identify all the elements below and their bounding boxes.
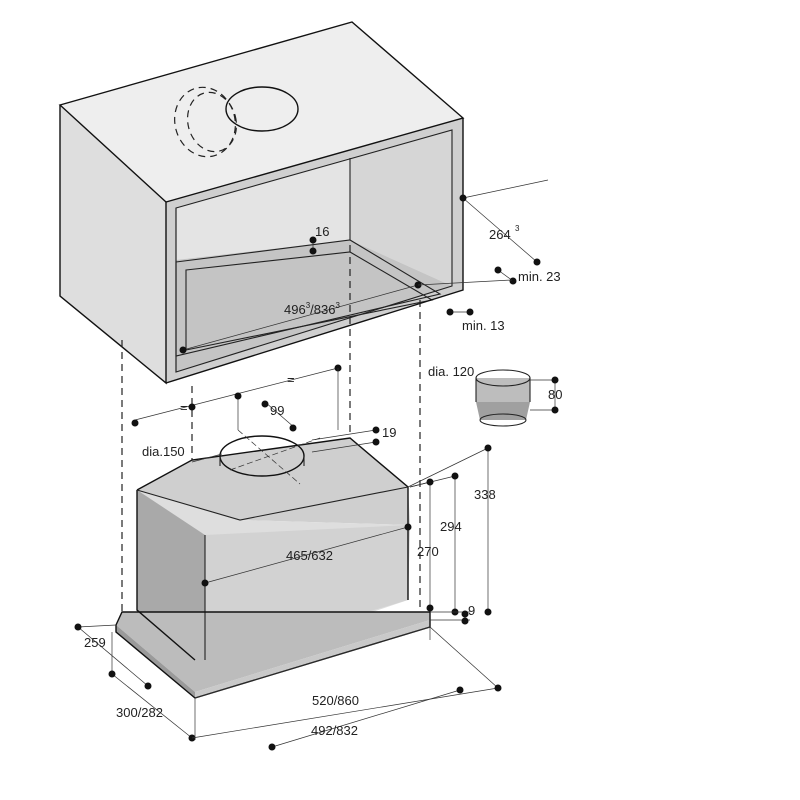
label-dia150: dia.150 (142, 444, 185, 459)
label-294: 294 (440, 519, 462, 534)
label-264-sup: 3 (515, 224, 520, 233)
projection-lines (121, 245, 421, 670)
label-496-836: 4963/8363 (284, 301, 340, 317)
cabinet-dimensions (179, 179, 549, 354)
duct-hole-top (225, 86, 299, 132)
label-min13: min. 13 (462, 318, 505, 333)
label-520-860: 520/860 (312, 693, 359, 708)
wall-cabinet (58, 21, 465, 385)
label-16: 16 (315, 224, 329, 239)
label-80: 80 (548, 387, 562, 402)
label-492-832: 492/832 (311, 723, 358, 738)
label-300-282: 300/282 (116, 705, 163, 720)
label-99: 99 (270, 403, 284, 418)
label-19: 19 (382, 425, 396, 440)
label-465-632: 465/632 (286, 548, 333, 563)
label-264: 264 (489, 227, 511, 242)
label-eq-2: = (287, 372, 295, 387)
label-min23: min. 23 (518, 269, 561, 284)
label-270: 270 (417, 544, 439, 559)
hood-dimensions (74, 364, 502, 751)
hood-unit (115, 429, 431, 699)
label-9: 9 (468, 603, 475, 618)
label-338: 338 (474, 487, 496, 502)
duct-adapter (475, 369, 559, 427)
dimension-labels: 264 3 min. 23 16 4963/8363 min. 13 dia. … (84, 224, 562, 738)
label-eq-1: = (180, 400, 188, 415)
label-259: 259 (84, 635, 106, 650)
label-dia120: dia. 120 (428, 364, 474, 379)
duct-hole-alt-dashed (174, 86, 236, 158)
